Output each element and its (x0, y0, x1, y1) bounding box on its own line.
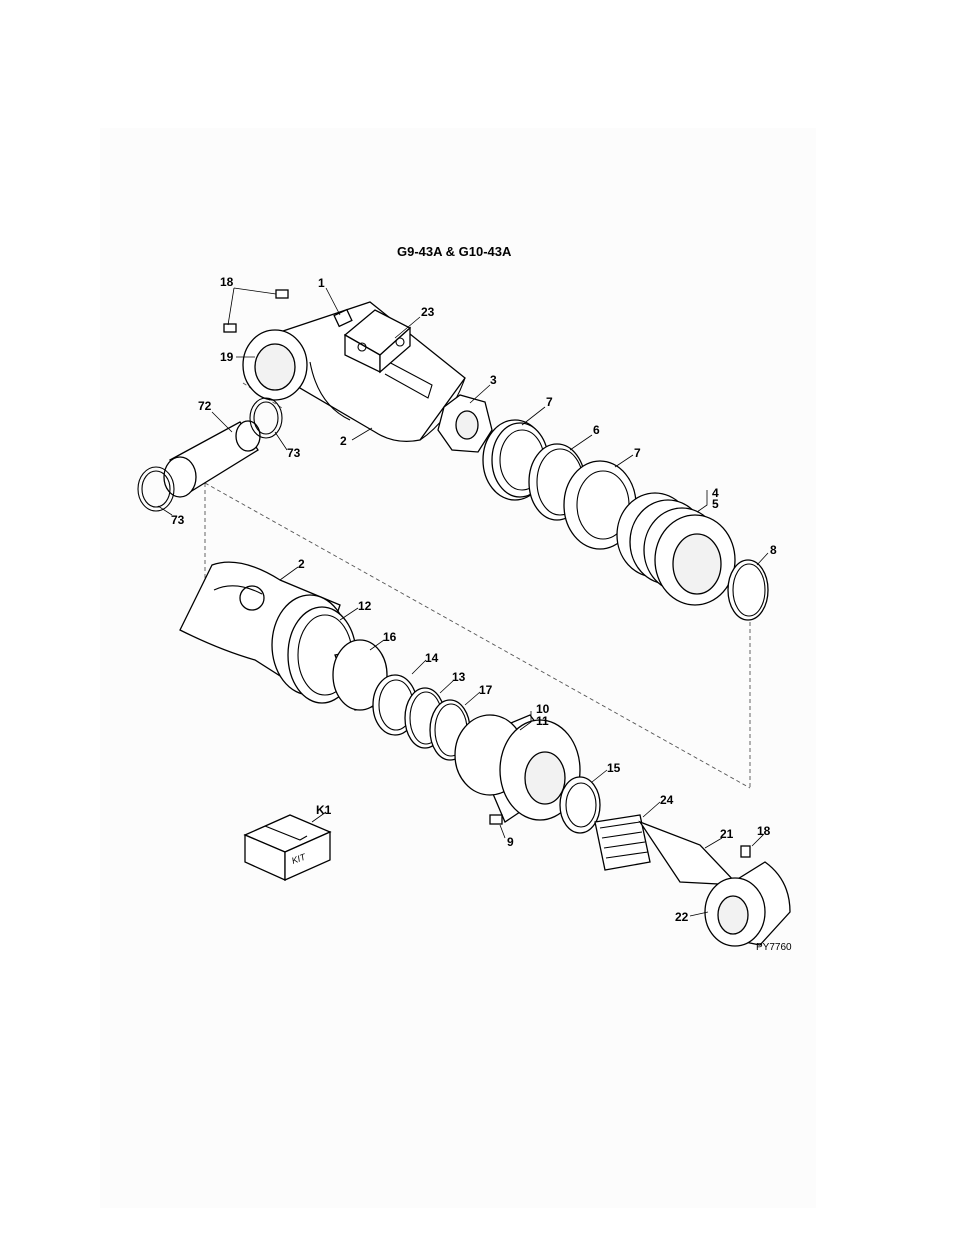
callout-4: 4 (712, 486, 719, 500)
callout-5: 5 (712, 497, 719, 511)
callout-73-upper: 73 (287, 446, 301, 460)
callout-18-upper: 18 (220, 275, 234, 289)
diagram-title: G9-43A & G10-43A (397, 244, 512, 259)
callout-10: 10 (536, 702, 550, 716)
drawing-sheet (100, 128, 816, 1208)
callout-21: 21 (720, 827, 734, 841)
callout-13: 13 (452, 670, 466, 684)
bushing-16 (332, 639, 388, 711)
rod-thread-24 (594, 814, 651, 871)
wiper-15 (559, 776, 601, 834)
port-block (343, 309, 412, 374)
callout-6: 6 (593, 423, 600, 437)
assembly-line (204, 482, 751, 789)
callout-2-upper: 2 (340, 434, 347, 448)
callout-18-lower: 18 (757, 824, 771, 838)
snap-ring-73-lower (137, 466, 175, 512)
callout-24: 24 (660, 793, 674, 807)
callout-15: 15 (607, 761, 621, 775)
callout-1: 1 (318, 276, 325, 290)
piston (616, 492, 736, 606)
cylinder-head (454, 714, 581, 823)
callout-72: 72 (198, 399, 212, 413)
set-screw-9 (489, 814, 503, 825)
kit-label: KIT (290, 851, 308, 866)
callout-12: 12 (358, 599, 372, 613)
grease-fitting-18-lower (740, 845, 751, 858)
callout-73-lower: 73 (171, 513, 185, 527)
callout-19: 19 (220, 350, 234, 364)
callout-7-lower: 7 (634, 446, 641, 460)
callout-17: 17 (479, 683, 493, 697)
callout-16: 16 (383, 630, 397, 644)
bleeder-fitting (333, 308, 353, 328)
callout-7-upper: 7 (546, 395, 553, 409)
grease-fitting (223, 289, 289, 333)
o-ring-8 (727, 559, 769, 621)
pin-72 (163, 420, 261, 498)
callout-11: 11 (536, 714, 549, 728)
callout-23: 23 (421, 305, 435, 319)
callout-3: 3 (490, 373, 497, 387)
barrel-upper (242, 301, 466, 443)
leader-lines (157, 287, 769, 917)
piston-nut (437, 394, 493, 453)
callout-22: 22 (675, 910, 689, 924)
callout-9: 9 (507, 835, 514, 849)
kit-box: KIT (243, 814, 332, 882)
callout-14: 14 (425, 651, 439, 665)
rod-eye-22 (704, 861, 791, 947)
callout-K1: K1 (316, 803, 332, 817)
callout-2-lower: 2 (298, 557, 305, 571)
callout-8: 8 (770, 543, 777, 557)
snap-ring-73-upper (249, 397, 283, 439)
drawing-code: PY7760 (756, 942, 792, 953)
